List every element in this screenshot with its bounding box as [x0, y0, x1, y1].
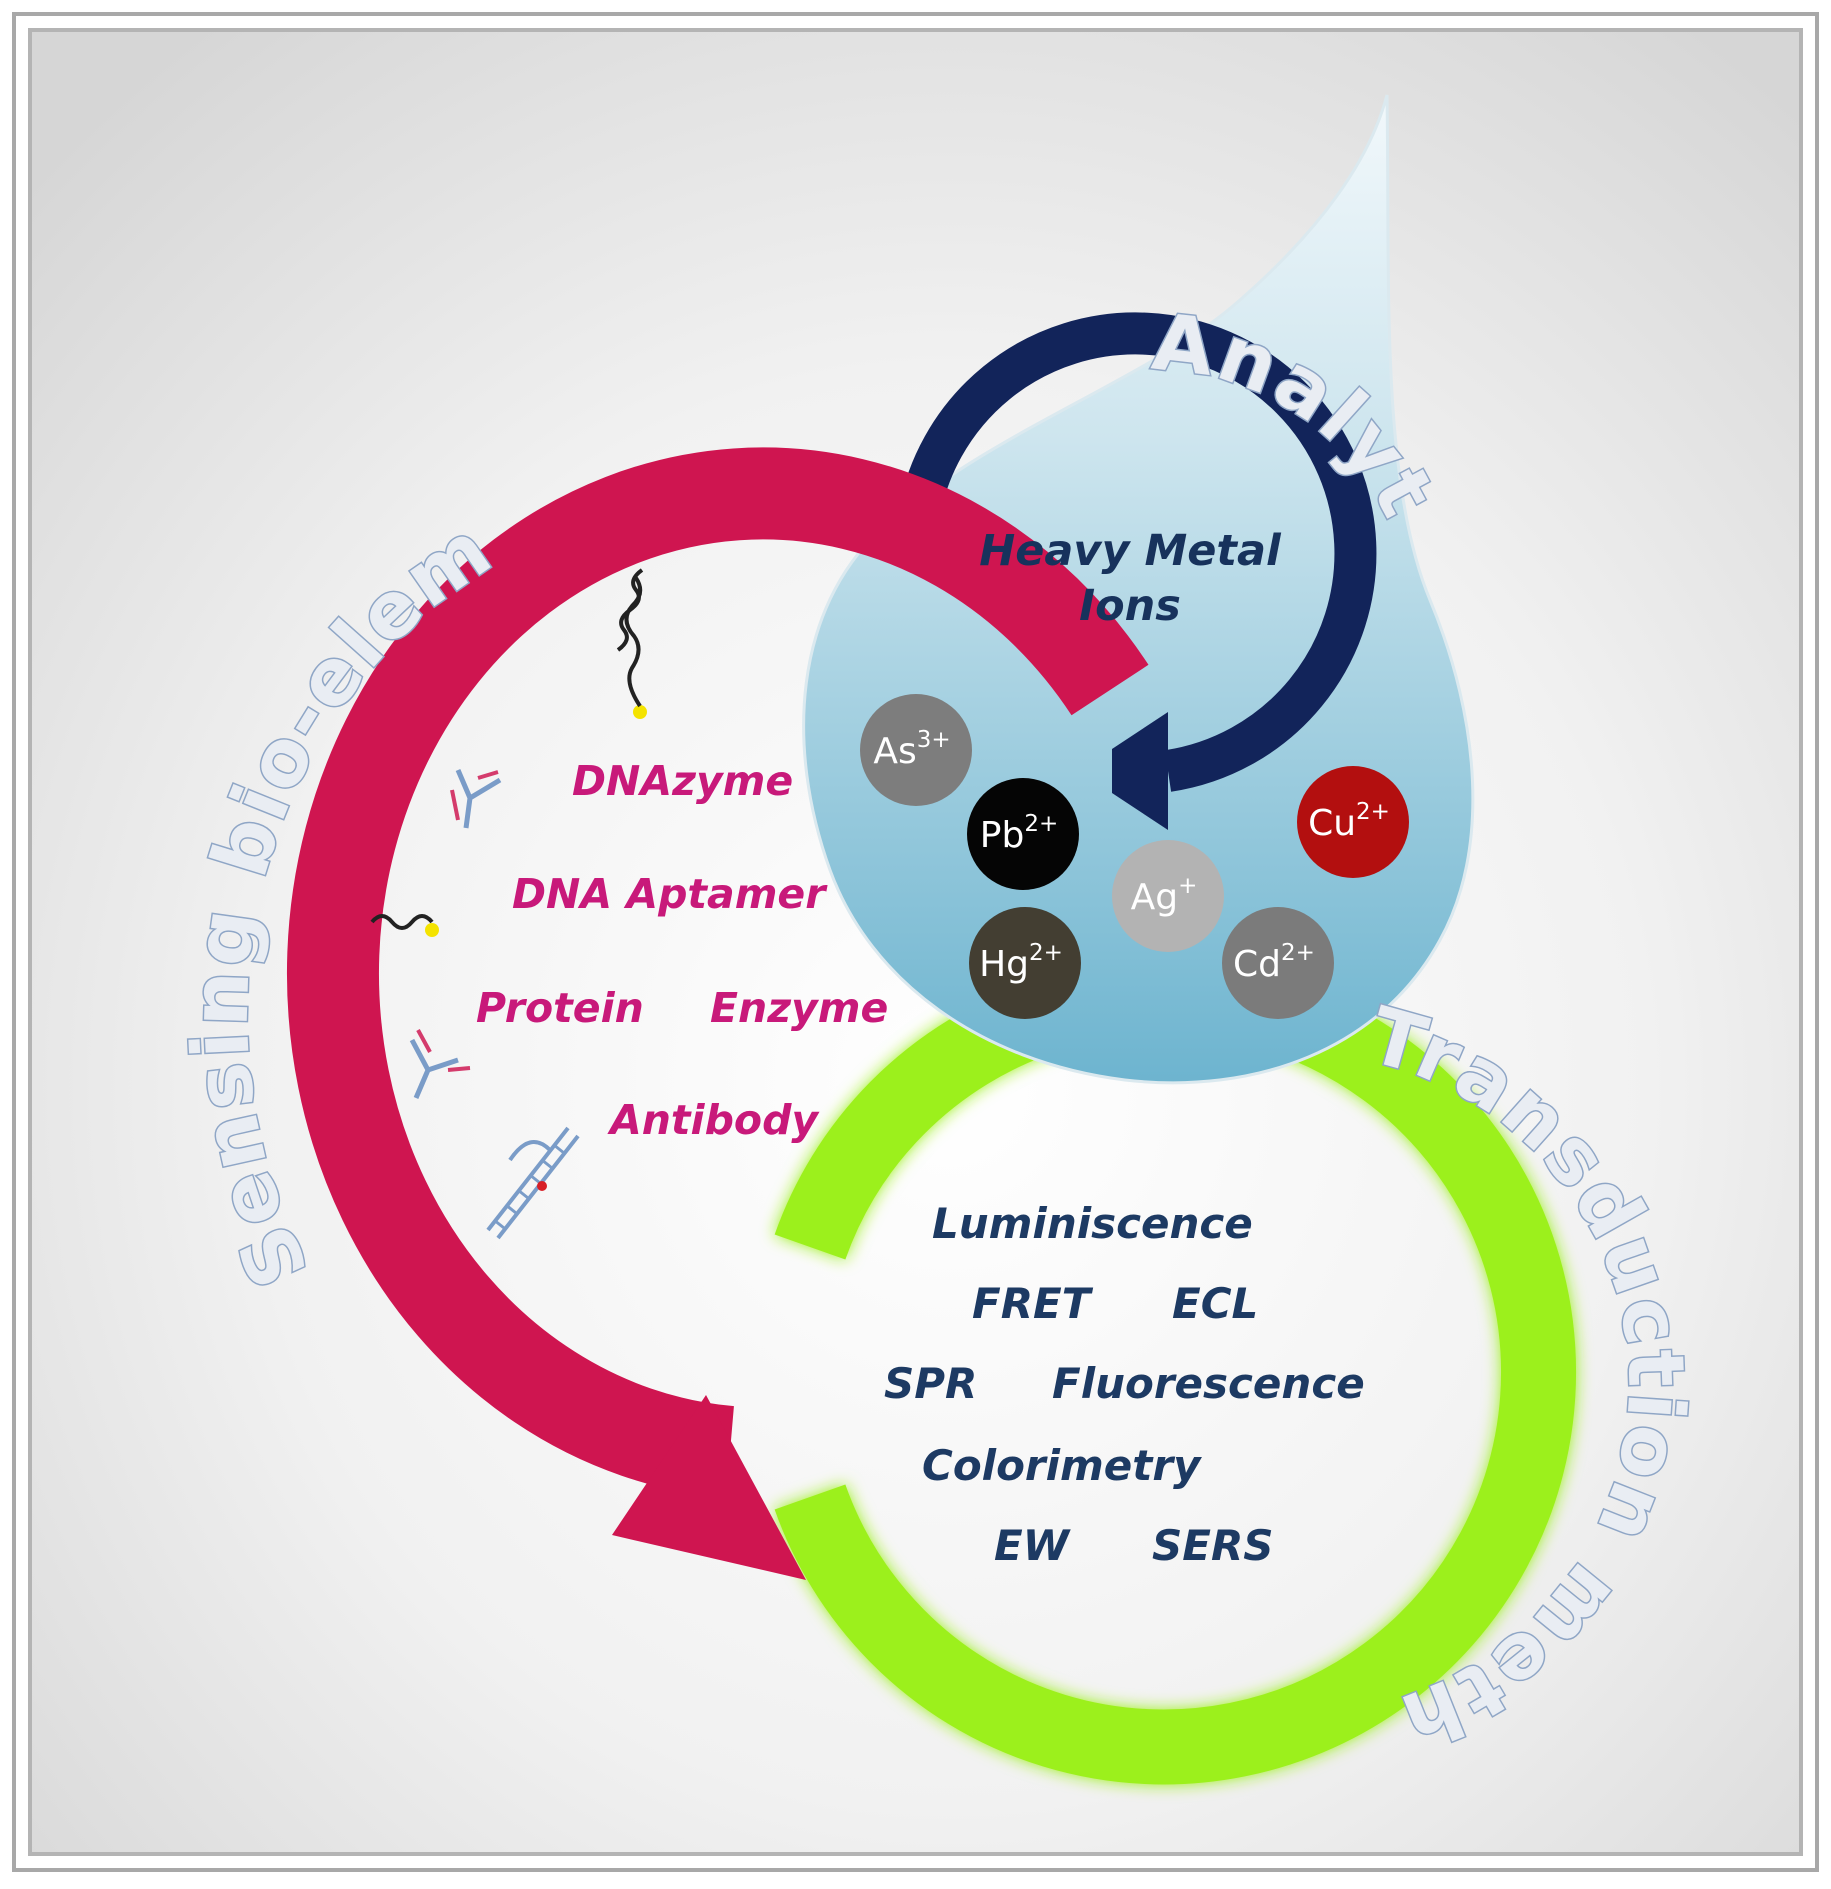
- ion-label: Cd2+: [1233, 940, 1315, 985]
- antibody-icon-2: [409, 1029, 471, 1099]
- method-luminiscence: Luminiscence: [932, 1199, 1253, 1248]
- bio-element-antibody: Antibody: [607, 1096, 820, 1144]
- bio-elements-list: DNAzyme DNA Aptamer Protein Enzyme Antib…: [476, 757, 888, 1144]
- method-sers: SERS: [1152, 1521, 1274, 1570]
- method-fret: FRET: [972, 1279, 1094, 1328]
- method-ecl: ECL: [1172, 1279, 1258, 1328]
- method-ew: EW: [994, 1521, 1072, 1570]
- analyte-cycle-arrow: [897, 312, 1377, 830]
- outer-frame: [12, 12, 1819, 1872]
- method-spr: SPR: [884, 1359, 977, 1408]
- ion-as: As3+: [860, 694, 972, 806]
- ion-label: Cu2+: [1308, 799, 1390, 844]
- ion-circle: [860, 694, 972, 806]
- method-colorimetry: Colorimetry: [922, 1441, 1202, 1490]
- sensing-arrow: [287, 447, 1149, 1580]
- ion-label: Pb2+: [980, 811, 1058, 856]
- ion-ag: Ag+: [1112, 840, 1224, 952]
- dnazyme-icon: [486, 1126, 580, 1240]
- heavy-metal-ions-title-line1: Heavy Metal: [979, 526, 1282, 576]
- bio-element-protein: Protein: [476, 984, 644, 1032]
- transduction-methods-list: Luminiscence FRET ECL SPR Fluorescence C…: [884, 1199, 1365, 1570]
- ion-label: As3+: [873, 727, 950, 772]
- metal-ion-group: As3+ Pb2+ Cu2+ Ag+ Hg2+ Cd2+: [860, 694, 1409, 1019]
- method-fluorescence: Fluorescence: [1052, 1359, 1365, 1408]
- bio-element-enzyme: Enzyme: [710, 984, 888, 1032]
- ion-label: Hg2+: [979, 940, 1063, 985]
- aptamer-strand-icon: [370, 914, 439, 937]
- ion-pb: Pb2+: [967, 778, 1079, 890]
- ion-cu: Cu2+: [1297, 766, 1409, 878]
- ion-circle: [1112, 840, 1224, 952]
- heavy-metal-ions-title-line2: Ions: [1079, 581, 1181, 631]
- bio-element-dnazyme: DNAzyme: [572, 757, 793, 805]
- ion-circle: [1222, 907, 1334, 1019]
- ion-circle: [1297, 766, 1409, 878]
- bio-element-dna-aptamer: DNA Aptamer: [512, 870, 828, 918]
- ion-circle: [969, 907, 1081, 1019]
- ion-circle: [967, 778, 1079, 890]
- ion-hg: Hg2+: [969, 907, 1081, 1019]
- antibody-icon: [450, 769, 502, 829]
- dna-strand-icon: [616, 568, 647, 719]
- ion-label: Ag+: [1131, 873, 1198, 918]
- ion-cd: Cd2+: [1222, 907, 1334, 1019]
